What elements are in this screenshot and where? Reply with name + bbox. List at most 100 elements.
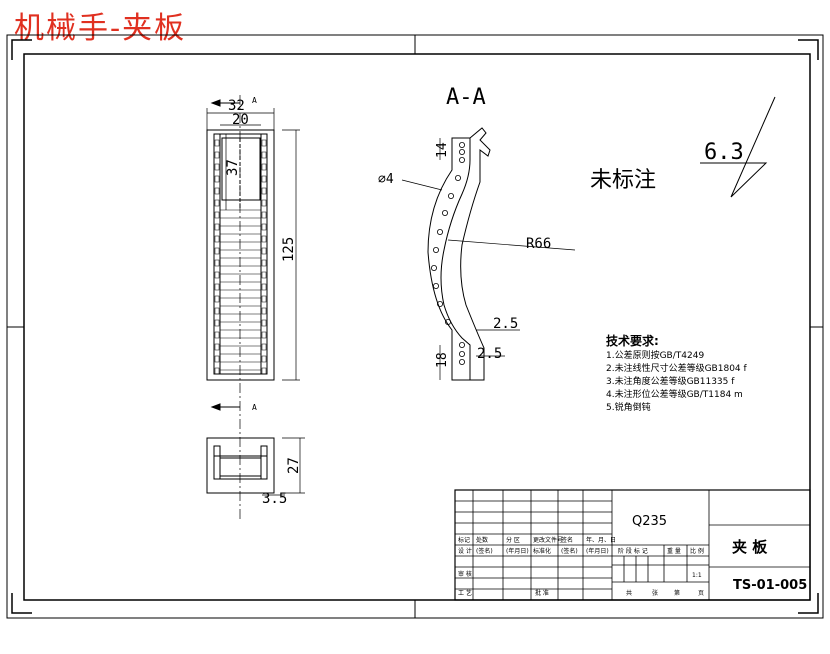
bottom-view [206,437,305,496]
dim-bottom-offset: 3.5 [262,491,287,507]
front-slot-left [214,271,220,279]
tb-header-cell: 签名 [561,536,573,544]
front-slot-right [261,355,267,363]
tb-design-cell: (年月日) [506,547,529,555]
surface-finish-label: 未标注 [590,168,656,193]
front-slot-left [214,199,220,207]
dim-width-outer: 32 [228,98,245,114]
front-slot-right [261,199,267,207]
section-view [401,127,576,381]
dim-width-inner: 20 [232,112,249,128]
tb-material: Q235 [632,514,667,529]
tech-req-item: 3.未注角度公差等级GB11335 f [606,375,735,387]
front-slot-left [214,151,220,159]
section-hole [447,192,454,199]
tb-stage-headers: 阶 段 标 记重 量比 例 [618,547,704,555]
section-hole [458,358,465,365]
tb-header-cell: 更改文件号 [533,536,563,544]
tb-sheet-cell: 页 [698,590,704,597]
dim-offset-b: 2.5 [477,346,502,362]
section-hole [444,318,451,325]
tb-stage-cell: 重 量 [667,547,681,555]
front-slot-left [214,211,220,219]
front-view-rungs [214,139,267,375]
tb-row-headers: 标记处数 分 区 更改文件号签名 年、月、日 [458,536,616,544]
section-hole [436,300,443,307]
section-hole [458,156,465,163]
tb-design-row: 设 计 (签名) (年月日) 标准化 (签名) (年月日) [458,547,609,555]
front-slot-left [214,139,220,147]
tb-stage-cell: 比 例 [690,547,704,555]
section-hole [458,350,465,357]
front-slot-right [261,139,267,147]
tb-design-cell: (签名) [476,547,493,555]
dim-hole-dia: ⌀4 [378,172,394,187]
front-view [206,95,300,520]
tb-sheet-cell: 张 [652,589,658,597]
front-slot-left [214,307,220,315]
tb-drawing-no: TS-01-005 [733,578,807,593]
dim-section-bottom: 18 [435,352,450,368]
tech-req-item: 2.未注线性尺寸公差等级GB1804 f [606,362,748,374]
tech-req-item: 5.锐角倒钝 [606,401,651,413]
section-marker-top: A [252,96,257,105]
tb-header-cell: 分 区 [506,536,520,544]
section-hole [430,264,437,271]
front-slot-right [261,223,267,231]
front-slot-left [214,343,220,351]
tb-sheet-cell: 第 [674,589,680,597]
tb-design-cell: (签名) [561,547,578,555]
tb-part-name: 夹 板 [732,538,768,556]
front-slot-right [261,175,267,183]
page-title: 机械手-夹板 [14,11,187,46]
front-slot-right [261,319,267,327]
front-slot-left [214,283,220,291]
drawing-frame [6,34,824,619]
dim-section-top: 14 [435,142,450,158]
front-slot-right [261,151,267,159]
tech-req-item: 1.公差原则按GB/T4249 [606,349,704,361]
tech-req-item: 4.未注形位公差等级GB/T1184 m [606,388,743,400]
dim-radius: R66 [526,236,551,252]
front-slot-left [214,223,220,231]
section-marker-bottom: A [252,403,257,412]
tb-approve: 批 准 [535,589,549,597]
front-slot-right [261,367,267,375]
surface-roughness: 6.3 [704,140,744,165]
tb-process: 工 艺 [458,589,472,597]
tb-header-cell: 年、月、日 [586,536,616,544]
tb-sheet-info: 共张第页 [626,589,704,597]
section-hole [441,209,448,216]
front-slot-left [214,367,220,375]
tb-header-cell: 处数 [476,536,488,544]
front-slot-right [261,331,267,339]
section-hole [458,141,465,148]
front-slot-left [214,319,220,327]
section-title: A-A [446,85,486,110]
front-slot-right [261,211,267,219]
front-slot-right [261,271,267,279]
front-slot-right [261,307,267,315]
tb-sheet-cell: 共 [626,589,632,597]
front-slot-right [261,295,267,303]
tb-stage-cell: 阶 段 标 记 [618,547,648,555]
front-slot-right [261,247,267,255]
front-slot-left [214,187,220,195]
front-slot-left [214,295,220,303]
section-hole [432,246,439,253]
front-slot-right [261,187,267,195]
section-hole [458,148,465,155]
section-hole [436,228,443,235]
tb-design-cell: 标准化 [533,547,551,555]
tb-header-cell: 标记 [458,536,470,544]
tb-design-cell: 设 计 [458,547,472,555]
tb-design-cell: (年月日) [586,547,609,555]
front-slot-left [214,163,220,171]
section-hole [454,174,461,181]
title-block [454,489,811,601]
front-slot-left [214,235,220,243]
section-view-holes [430,141,465,365]
tb-review: 审 核 [458,570,472,578]
section-hole [432,282,439,289]
